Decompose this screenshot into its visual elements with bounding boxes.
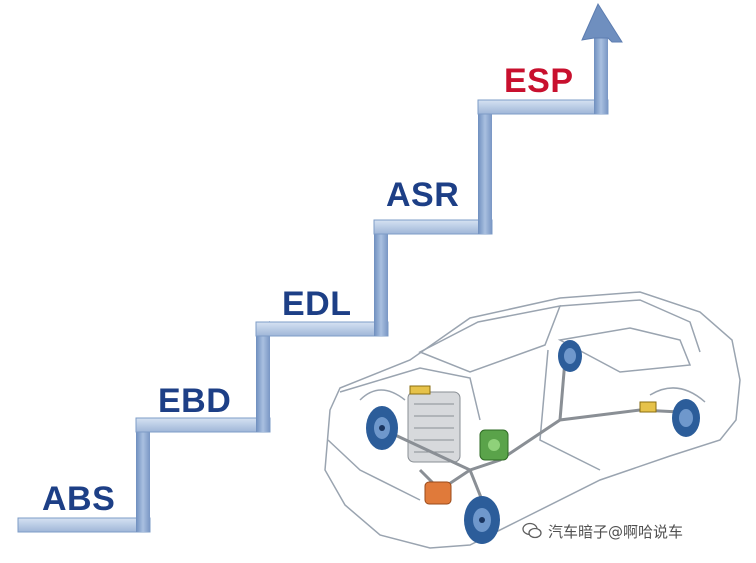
wechat-icon: [522, 522, 542, 539]
brake-disc-rear-right: [672, 399, 700, 437]
brake-disc-rear-left: [558, 340, 582, 372]
car-door: [539, 349, 601, 471]
car-side-window: [557, 327, 692, 373]
step-1-tread: [17, 517, 151, 533]
sensor-rear: [639, 401, 657, 413]
step-4-tread: [373, 219, 493, 235]
step-5-tread: [477, 99, 609, 115]
staircase: [17, 2, 623, 533]
car-body-outline: [324, 291, 741, 549]
watermark: 汽车暗子@啊哈说车: [522, 518, 752, 544]
watermark-text: 汽车暗子@啊哈说车: [548, 522, 684, 541]
step-1-riser: [136, 418, 150, 532]
arrow-shaft: [594, 38, 608, 114]
car-roof: [559, 299, 701, 353]
sensor-front: [409, 385, 431, 395]
car-wheel-arch-rear: [649, 387, 706, 403]
car-windshield: [418, 305, 562, 373]
car-hood: [339, 367, 481, 421]
step-3-tread: [255, 321, 389, 337]
step-3-riser: [374, 220, 388, 336]
step-label-abs: ABS: [42, 480, 115, 518]
step-label-ebd: EBD: [158, 382, 231, 420]
step-4-riser: [478, 101, 492, 234]
car-wheel-arch-front: [359, 389, 406, 401]
up-arrow-icon: [581, 2, 623, 43]
car-front-bumper: [327, 439, 421, 501]
brake-disc-front-right: [464, 496, 500, 544]
hydraulic-control-unit: [479, 429, 509, 461]
step-2-tread: [135, 417, 271, 433]
car-brake-system-illustration: [324, 291, 741, 549]
step-label-edl: EDL: [282, 285, 352, 323]
engine-block: [407, 391, 461, 463]
step-label-asr: ASR: [386, 176, 459, 214]
step-2-riser: [256, 321, 270, 432]
brake-disc-front-left: [366, 406, 398, 450]
master-cylinder: [424, 481, 452, 505]
step-label-esp: ESP: [504, 62, 574, 100]
